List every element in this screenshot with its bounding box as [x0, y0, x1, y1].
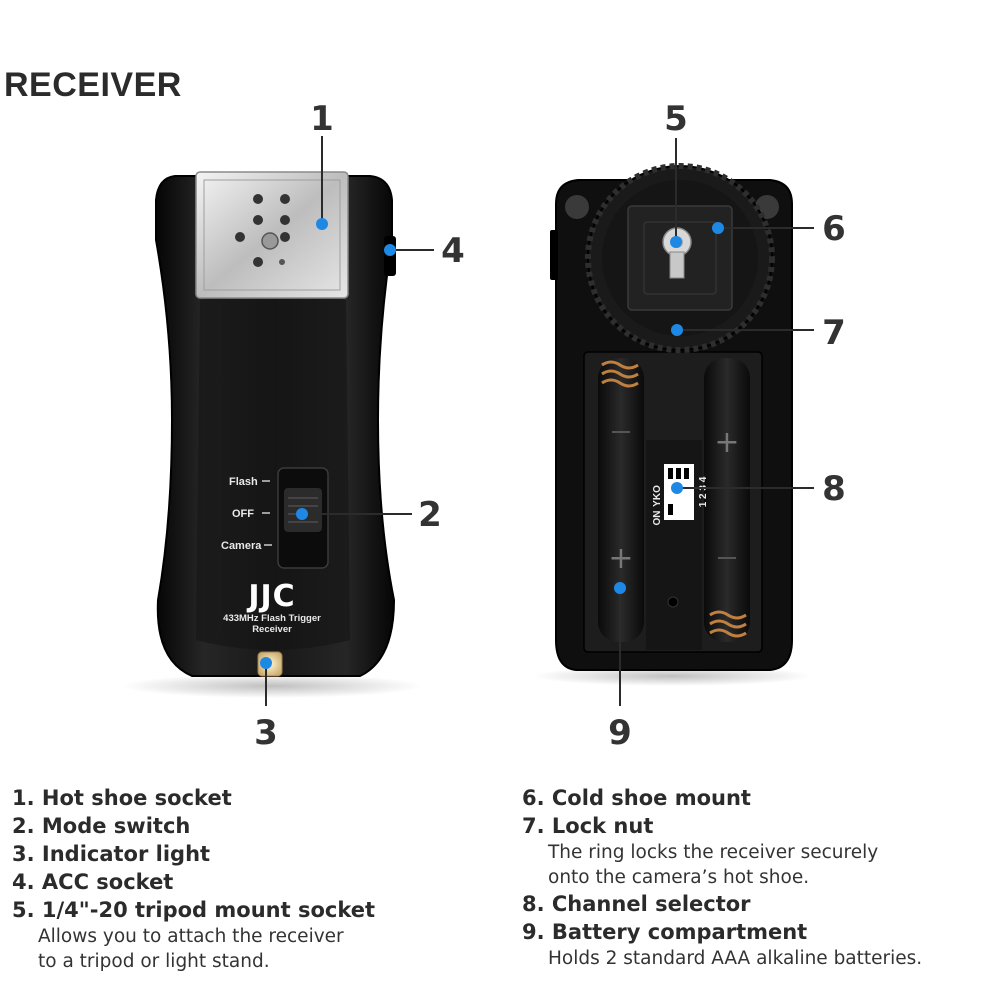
legend-left: 1. Hot shoe socket 2. Mode switch 3. Ind… — [12, 784, 375, 974]
callout-number-3: 3 — [254, 713, 278, 753]
callout-number-2: 2 — [418, 495, 442, 535]
callout-marker-1 — [316, 218, 328, 230]
legend-item: 2. Mode switch — [12, 814, 191, 838]
switch-label-flash: Flash — [229, 476, 258, 488]
callout-marker-4 — [384, 244, 396, 256]
legend-item: 5. 1/4"-20 tripod mount socket — [12, 898, 375, 922]
legend-item: 4. ACC socket — [12, 870, 174, 894]
callout-number-7: 7 — [822, 313, 846, 353]
switch-label-camera: Camera — [221, 540, 262, 552]
legend-item: 8. Channel selector — [522, 892, 751, 916]
receiver-back: + + YKO ON 1 2 3 4 — [532, 163, 812, 686]
brand-logo: JJC — [246, 579, 295, 614]
dip-numbers: 1 2 3 4 — [698, 476, 709, 507]
callout-number-1: 1 — [310, 99, 334, 139]
receiver-diagram: Flash OFF Camera JJC 433MHz Flash Trigge… — [122, 99, 846, 753]
legend-description: Holds 2 standard AAA alkaline batteries. — [548, 948, 923, 969]
callout-number-8: 8 — [822, 469, 846, 509]
switch-label-off: OFF — [232, 508, 254, 520]
callout-marker-9 — [614, 582, 626, 594]
dip-label-on: ON — [652, 511, 663, 526]
callout-marker-8 — [671, 482, 683, 494]
callout-marker-5 — [670, 236, 682, 248]
callout-marker-6 — [712, 222, 724, 234]
legend-item: 9. Battery compartment — [522, 920, 808, 944]
legend-item: 6. Cold shoe mount — [522, 786, 751, 810]
callout-marker-3 — [260, 657, 272, 669]
dip-label-top: YKO — [652, 485, 663, 507]
callout-number-6: 6 — [822, 209, 846, 249]
callout-marker-2 — [296, 508, 308, 520]
legend-description: onto the camera’s hot shoe. — [548, 867, 810, 888]
page-title: RECEIVER — [4, 66, 182, 104]
legend-item: 7. Lock nut — [522, 814, 654, 838]
legend-description: to a tripod or light stand. — [38, 951, 270, 972]
callout-number-9: 9 — [608, 713, 632, 753]
legend-item: 3. Indicator light — [12, 842, 211, 866]
callout-marker-7 — [671, 324, 683, 336]
model-line-2: Receiver — [252, 624, 292, 635]
legend-item: 1. Hot shoe socket — [12, 786, 232, 810]
callouts: 1 4 2 3 5 6 7 8 9 — [254, 99, 846, 753]
callout-number-5: 5 — [664, 99, 688, 139]
model-line-1: 433MHz Flash Trigger — [223, 613, 321, 624]
legend-description: The ring locks the receiver securely — [548, 842, 879, 863]
legend-right: 6. Cold shoe mount 7. Lock nut The ring … — [522, 784, 922, 971]
svg-text:+: + — [714, 425, 739, 460]
svg-text:+: + — [608, 541, 633, 576]
legend-description: Allows you to attach the receiver — [38, 926, 344, 947]
receiver-front: Flash OFF Camera JJC 433MHz Flash Trigge… — [122, 171, 422, 698]
callout-number-4: 4 — [441, 231, 465, 271]
